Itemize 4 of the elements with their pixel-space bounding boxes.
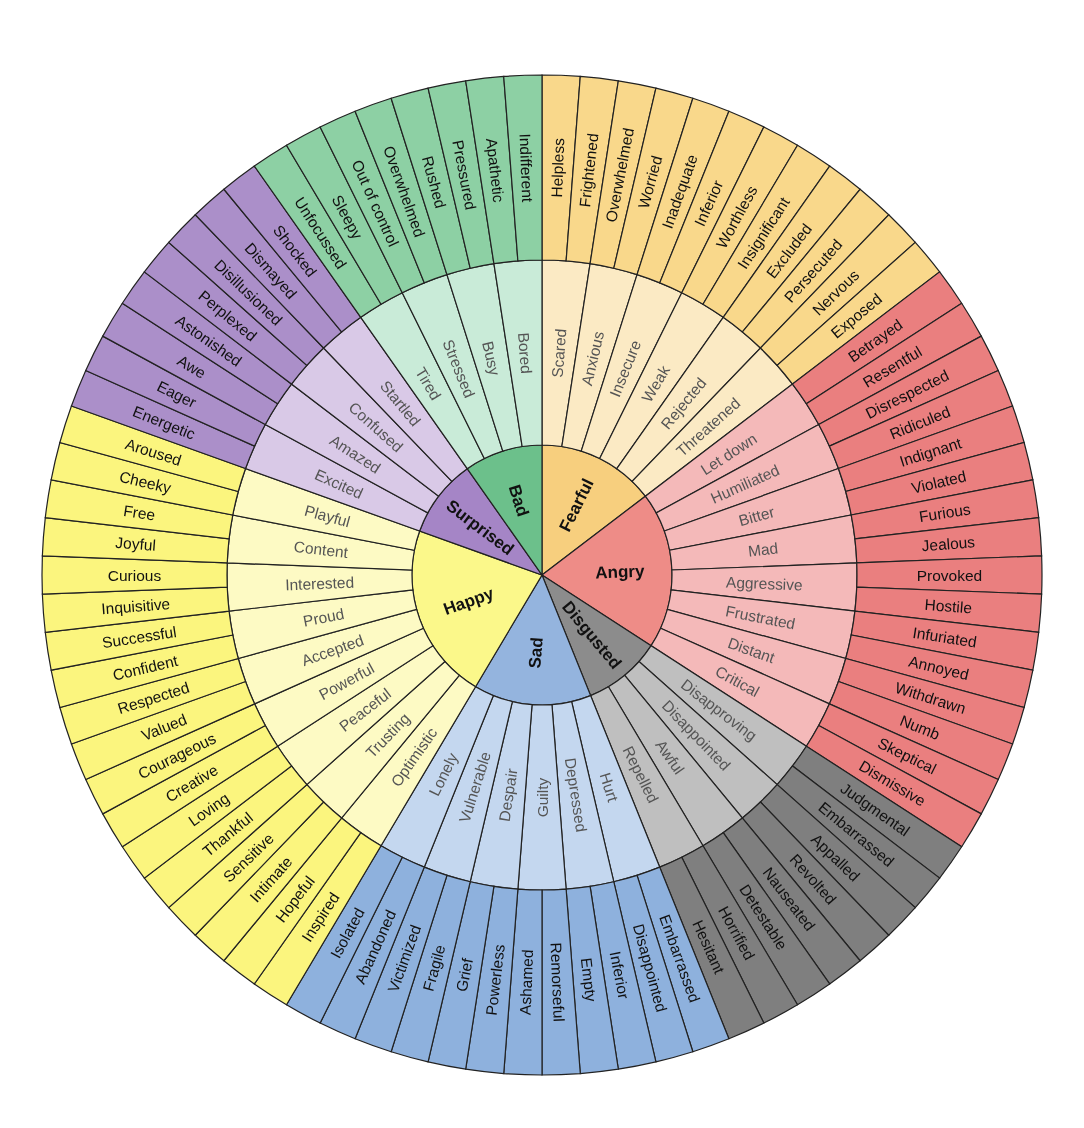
outer-segment: Curious [41,555,228,595]
outer-segment: Provoked [856,555,1043,595]
outer-segment: Remorseful [541,888,581,1076]
outer-segment: Indifferent [503,74,543,262]
